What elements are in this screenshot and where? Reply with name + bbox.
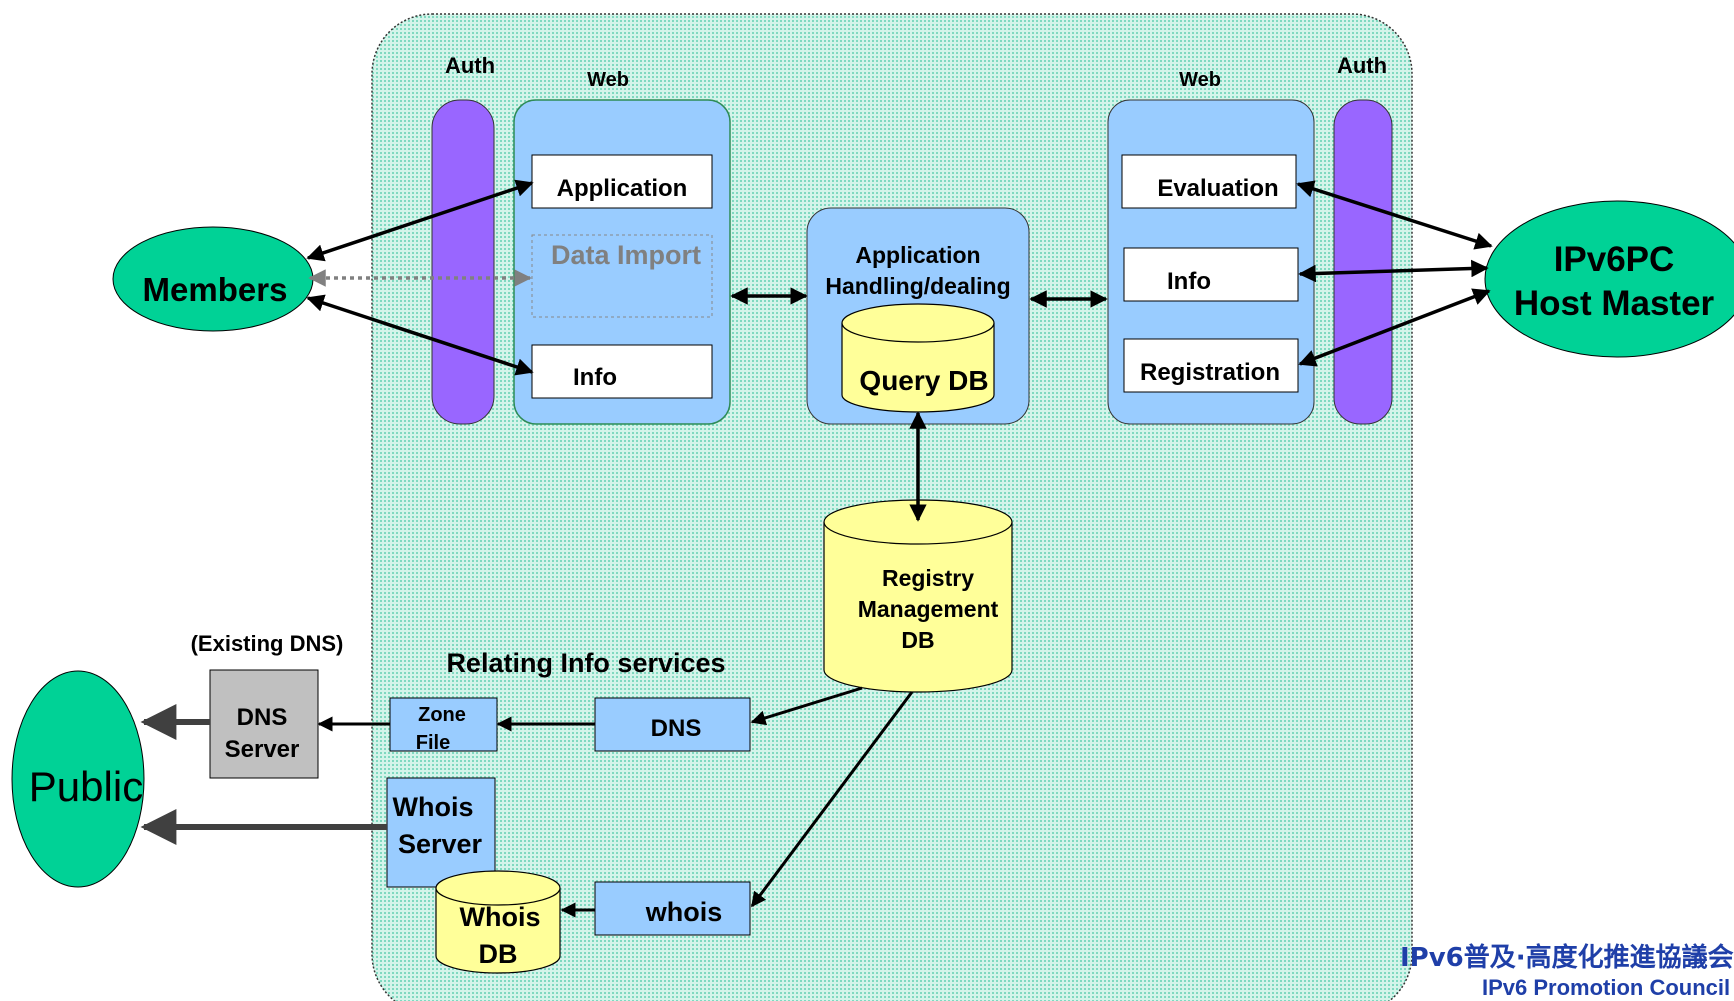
existing-dns-label: (Existing DNS) (191, 631, 344, 656)
query-db-cylinder (841, 303, 995, 413)
footer-english-text: IPv6 Promotion Council (1482, 975, 1731, 1000)
query-db-label: Query DB (859, 365, 988, 396)
members-application-arrow (306, 179, 534, 262)
web-right-label: Web (1179, 69, 1221, 91)
registry-dns-arrow (750, 686, 863, 726)
data-import-box (531, 234, 713, 318)
registry-whois-arrow (750, 691, 914, 908)
info-right-label: Info (1167, 268, 1211, 295)
dns-server-line2: Server (225, 736, 300, 763)
whois-server-box (386, 777, 496, 888)
whois-db-line1: Whois (460, 902, 541, 932)
registry-management-db-cylinder (823, 499, 1013, 693)
public-actor (11, 670, 145, 888)
info-left-label: Info (573, 364, 617, 391)
registry-line3: DB (901, 627, 934, 653)
dns-server-line1: DNS (237, 704, 288, 731)
zone-file-line1: Zone (418, 704, 466, 726)
auth-right-label: Auth (1337, 53, 1387, 78)
app-handling-line1: Application (855, 242, 980, 268)
info-left-box[interactable] (531, 344, 713, 399)
application-box[interactable] (531, 154, 713, 209)
app-handling-line2: Handling/dealing (825, 273, 1010, 299)
info-host-master-arrow (1298, 259, 1489, 283)
footer-logo: IPv6普及·高度化推進協議会 IPv6 Promotion Council (1400, 937, 1734, 1000)
auth-bar-right (1333, 99, 1393, 425)
web-left-label: Web (587, 69, 629, 91)
evaluation-label: Evaluation (1157, 175, 1278, 202)
dns-service-box (594, 697, 751, 752)
registration-label: Registration (1140, 359, 1280, 386)
whois-server-line2: Server (398, 829, 483, 859)
footer-japanese-text: IPv6普及·高度化推進協議会 (1400, 943, 1734, 973)
whois-server-line1: Whois (393, 792, 474, 822)
registry-line2: Management (858, 596, 999, 622)
host-master-line2: Host Master (1514, 284, 1715, 323)
auth-bar-left (431, 99, 495, 425)
zone-file-line2: File (416, 732, 450, 754)
evaluation-host-master-arrow (1296, 180, 1493, 250)
whois-service-label: whois (645, 897, 723, 927)
dns-service-label: DNS (651, 715, 702, 742)
members-label: Members (143, 271, 288, 308)
dns-server-box (209, 669, 319, 779)
registration-box[interactable] (1123, 338, 1299, 393)
members-info-arrow (306, 294, 534, 376)
public-label: Public (29, 763, 143, 810)
evaluation-box[interactable] (1121, 154, 1297, 209)
data-import-label: Data Import (551, 240, 701, 270)
host-master-actor (1484, 200, 1734, 358)
whois-db-cylinder (435, 870, 561, 974)
application-label: Application (557, 175, 688, 202)
relating-info-label: Relating Info services (446, 648, 725, 678)
auth-left-label: Auth (445, 53, 495, 78)
host-master-line1: IPv6PC (1554, 240, 1675, 279)
registry-line1: Registry (882, 565, 974, 591)
whois-db-line2: DB (479, 939, 518, 969)
info-right-box[interactable] (1123, 247, 1299, 302)
registration-host-master-arrow (1298, 288, 1491, 367)
